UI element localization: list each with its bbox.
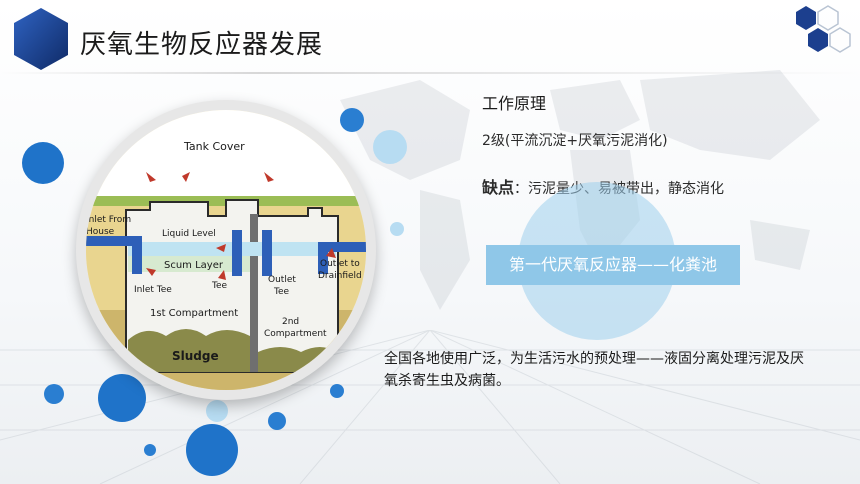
diagram-label-outlet: Outlet: [268, 275, 296, 285]
bubble-decoration: [340, 108, 364, 132]
title-hexagon-icon: [14, 8, 68, 70]
bubble-decoration: [268, 412, 286, 430]
diagram-label-sludge: Sludge: [172, 349, 219, 363]
bubble-decoration: [98, 374, 146, 422]
diagram-label-scum-layer: Scum Layer: [164, 260, 224, 271]
description-text: 全国各地使用广泛，为生活污水的预处理——液固分离处理污泥及厌氧杀寄生虫及病菌。: [384, 351, 804, 389]
diagram-label-second: 2nd: [282, 317, 299, 327]
section-title: 工作原理: [482, 94, 547, 113]
diagram-label-outlet-tee: Tee: [273, 287, 290, 297]
diagram-label-inlet-tee: Inlet Tee: [134, 285, 172, 295]
diagram-frame: Tank Cover Inlet From House Liquid Level…: [76, 100, 376, 400]
world-map-graphic: [340, 70, 820, 310]
diagram-label-tee: Tee: [211, 281, 228, 291]
diagram-label-inlet-from: Inlet From: [86, 215, 131, 225]
bubble-decoration: [373, 130, 407, 164]
generation-pill: 第一代厌氧反应器——化粪池: [486, 245, 740, 285]
diagram-label-outlet-to: Outlet to: [320, 259, 360, 269]
bubble-decoration: [390, 222, 404, 236]
title-divider: [0, 72, 860, 74]
title-bar: 厌氧生物反应器发展: [0, 0, 860, 80]
bubble-decoration: [206, 400, 228, 422]
defect-label: 缺点: [482, 178, 515, 197]
corner-hexagons-icon: [796, 5, 851, 53]
bubble-decoration: [330, 384, 344, 398]
bubble-decoration: [44, 384, 64, 404]
diagram-label-drainfield: Drainfield: [318, 271, 362, 281]
page-title: 厌氧生物反应器发展: [80, 30, 324, 60]
bubble-decoration: [22, 142, 64, 184]
diagram-label-house: House: [86, 227, 115, 237]
diagram-label-first-compartment: 1st Compartment: [150, 308, 238, 319]
septic-tank-diagram: Tank Cover Inlet From House Liquid Level…: [86, 110, 366, 390]
principle-text: 2级(平流沉淀+厌氧污泥消化): [482, 133, 668, 149]
diagram-label-compartment: Compartment: [264, 329, 327, 339]
diagram-label-liquid-level: Liquid Level: [162, 229, 216, 239]
diagram-label-tank-cover: Tank Cover: [183, 140, 245, 153]
bubble-decoration: [186, 424, 238, 476]
bubble-decoration: [144, 444, 156, 456]
